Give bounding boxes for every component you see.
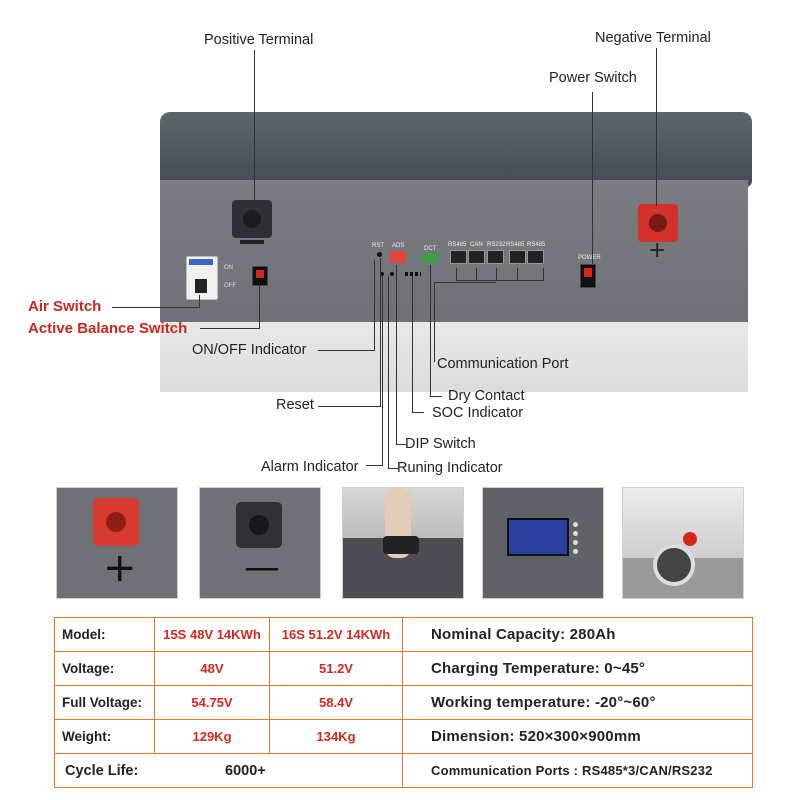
can-label: CAN [470, 242, 483, 248]
rs485-port-1[interactable] [450, 250, 467, 264]
dip-switch[interactable] [390, 251, 406, 263]
active-balance-switch-label: Active Balance Switch [28, 320, 188, 337]
rs485-port-2[interactable] [509, 250, 526, 264]
off-label: OFF [224, 283, 236, 289]
cycle-life-label: Cycle Life: [65, 762, 139, 779]
on-label: ON [224, 265, 233, 271]
full-voltage-value-1: 54.75V [155, 686, 270, 720]
handle-photo [342, 487, 464, 599]
power-switch[interactable] [580, 264, 596, 288]
active-balance-switch[interactable] [252, 266, 268, 286]
working-temperature: Working temperature: -20°~60° [403, 686, 752, 720]
runing-indicator-label: Runing Indicator [397, 460, 503, 476]
negative-terminal [638, 204, 678, 242]
soc-led [405, 272, 421, 276]
positive-terminal-photo: + [56, 487, 178, 599]
dry-contact-label: Dry Contact [448, 388, 525, 404]
reset-label: Reset [276, 397, 314, 413]
rs485-port-3[interactable] [527, 250, 544, 264]
ads-label: ADS [392, 243, 405, 249]
minus-symbol: — [244, 547, 280, 588]
negative-terminal-label: Negative Terminal [595, 30, 711, 46]
rs232-label: RS232 [487, 242, 506, 248]
dct-label: DCT [424, 246, 437, 252]
running-led [390, 272, 394, 276]
communication-ports: Communication Ports : RS485*3/CAN/RS232 [431, 763, 713, 778]
negative-terminal-photo: — [199, 487, 321, 599]
weight-value-1: 129Kg [155, 720, 270, 754]
soc-indicator-label: SOC Indicator [432, 405, 524, 421]
air-switch[interactable] [186, 256, 218, 300]
power-label: POWER [578, 255, 601, 261]
dimension: Dimension: 520×300×900mm [403, 720, 752, 754]
communication-port-label: Communication Port [437, 356, 569, 372]
power-switch-label: Power Switch [549, 70, 637, 86]
plus-mark: + [648, 238, 667, 263]
voltage-label: Voltage: [55, 652, 155, 686]
reset-button[interactable] [377, 252, 382, 257]
alarm-indicator-label: Alarm Indicator [261, 459, 359, 475]
rs485-label: RS485 [448, 242, 467, 248]
dry-contact-connector[interactable] [422, 253, 438, 263]
air-switch-label: Air Switch [28, 298, 102, 315]
alarm-led [380, 272, 384, 276]
rs485-3-label: RS485 [527, 242, 546, 248]
spec-table: Model: 15S 48V 14KWh 16S 51.2V 14KWh Vol… [54, 617, 753, 788]
positive-terminal-label: Positive Terminal [204, 32, 314, 48]
battery-base [160, 322, 748, 392]
weight-label: Weight: [55, 720, 155, 754]
battery-lid [160, 112, 752, 187]
voltage-value-2: 51.2V [270, 652, 403, 686]
rs485-2-label: RS485 [506, 242, 525, 248]
weight-value-2: 134Kg [270, 720, 403, 754]
display-screen-photo [482, 487, 604, 599]
dip-switch-label: DIP Switch [405, 436, 476, 452]
model-value-2: 16S 51.2V 14KWh [270, 618, 403, 652]
on-off-indicator-label: ON/OFF Indicator [192, 342, 307, 358]
positive-terminal [232, 200, 272, 238]
full-voltage-label: Full Voltage: [55, 686, 155, 720]
rst-label: RST [372, 243, 384, 249]
plus-symbol: + [103, 545, 137, 591]
voltage-value-1: 48V [155, 652, 270, 686]
rs232-port[interactable] [487, 250, 504, 264]
charging-temperature: Charging Temperature: 0~45° [403, 652, 752, 686]
model-value-1: 15S 48V 14KWh [155, 618, 270, 652]
nominal-capacity: Nominal Capacity: 280Ah [403, 618, 752, 652]
cycle-life-value: 6000+ [215, 754, 403, 787]
caster-wheel-photo [622, 487, 744, 599]
full-voltage-value-2: 58.4V [270, 686, 403, 720]
can-port[interactable] [468, 250, 485, 264]
model-label: Model: [55, 618, 155, 652]
terminal-marker [240, 240, 264, 244]
